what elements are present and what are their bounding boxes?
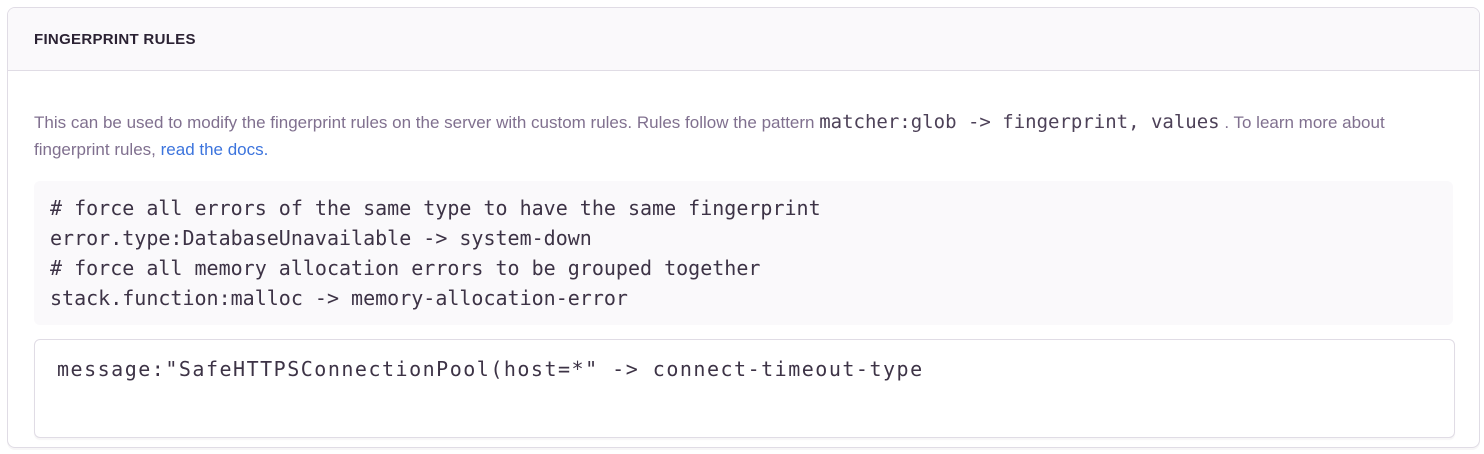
description-text: This can be used to modify the fingerpri… [34,109,1424,163]
fingerprint-rules-input[interactable]: message:"SafeHTTPSConnectionPool(host=*"… [34,339,1455,438]
example-rules-code-block: # force all errors of the same type to h… [34,181,1453,325]
pattern-inline-code: matcher:glob -> fingerprint, values [819,111,1220,133]
description-after-code: . To learn more about fingerprint rules, [34,113,1385,159]
panel-header: FINGERPRINT RULES [8,8,1479,71]
read-the-docs-link[interactable]: read the docs. [160,140,269,159]
panel-body: This can be used to modify the fingerpri… [8,71,1479,447]
description-before-code: This can be used to modify the fingerpri… [34,113,815,132]
panel-title: FINGERPRINT RULES [34,30,196,48]
fingerprint-rules-panel: FINGERPRINT RULES This can be used to mo… [7,7,1480,448]
